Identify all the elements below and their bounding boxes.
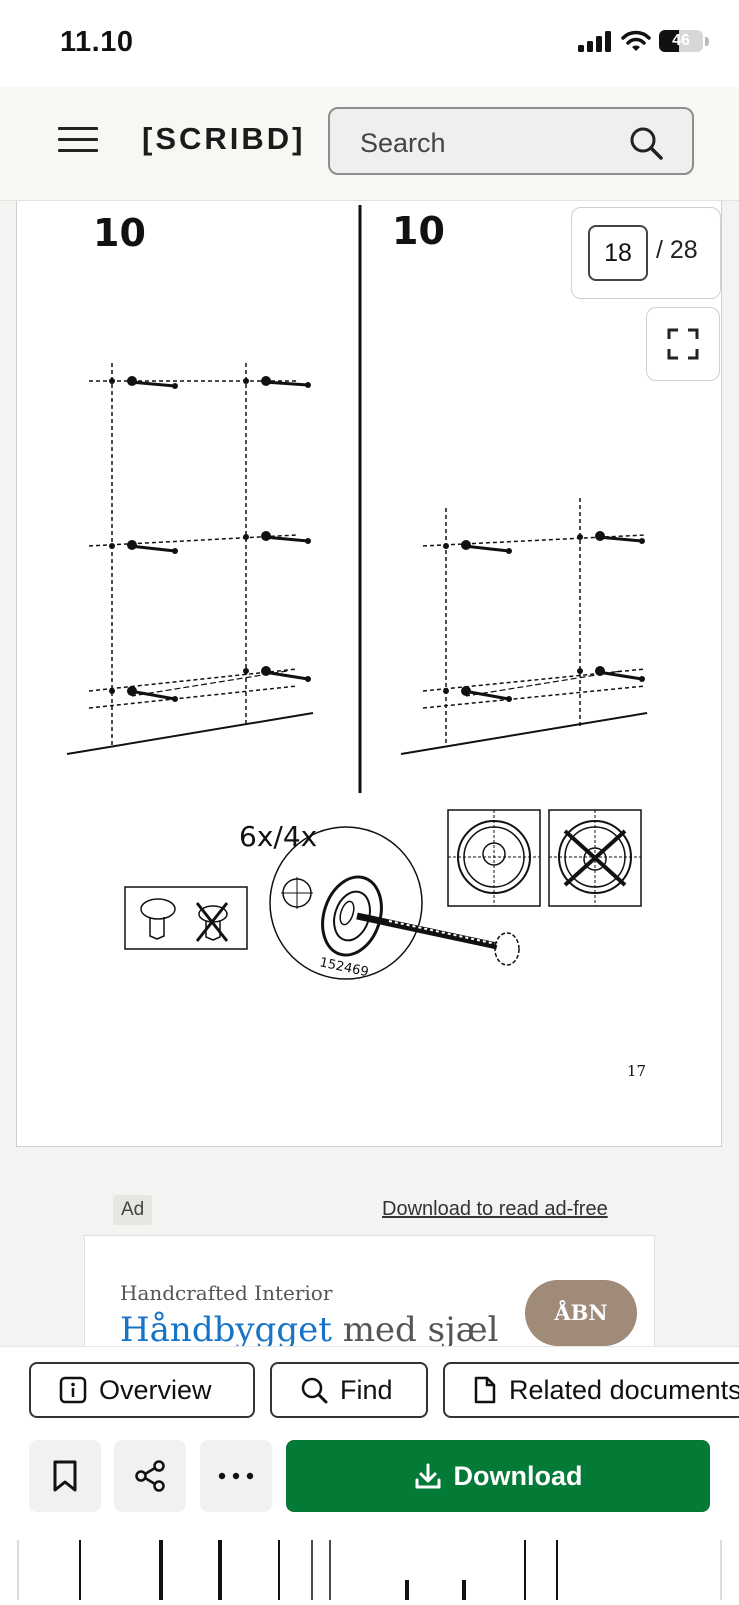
find-button[interactable]: Find (270, 1362, 428, 1418)
download-icon (415, 1463, 440, 1489)
download-ad-free-link[interactable]: Download to read ad-free (382, 1198, 608, 1220)
download-button[interactable]: Download (286, 1440, 710, 1512)
menu-icon[interactable] (58, 127, 98, 157)
next-page-preview (0, 1540, 739, 1600)
share-icon (135, 1460, 165, 1492)
more-options-button[interactable] (200, 1440, 272, 1512)
find-label: Find (340, 1374, 393, 1405)
info-icon (59, 1376, 87, 1404)
quantity-label: 6x/4x (239, 820, 317, 853)
fullscreen-button[interactable] (646, 307, 720, 381)
battery-nub (705, 36, 709, 46)
page-footer-number: 17 (627, 1062, 646, 1080)
battery-icon: 46 (659, 30, 703, 52)
status-icons: 46 (577, 30, 709, 52)
ad-headline: Håndbygget med sjæl (120, 1310, 498, 1346)
wifi-icon (621, 30, 651, 51)
document-page[interactable]: 10 10 (16, 201, 722, 1147)
app-header: [SCRIBD] (0, 87, 739, 201)
total-pages: / 28 (656, 236, 698, 264)
status-time: 11.10 (60, 26, 134, 58)
ad-open-button[interactable]: ÅBN (525, 1280, 637, 1346)
search-icon[interactable] (628, 125, 664, 161)
step-number-left: 10 (93, 211, 146, 255)
status-bar: 11.10 46 (0, 0, 739, 87)
document-icon (474, 1376, 496, 1404)
ad-headline-rest: med sjæl (342, 1310, 499, 1346)
ad-banner[interactable]: Handcrafted Interior Håndbygget med sjæl… (84, 1235, 655, 1346)
document-viewer[interactable]: 10 10 (0, 201, 739, 1346)
step-number-right: 10 (392, 209, 445, 253)
scribd-logo[interactable]: [SCRIBD] (142, 121, 306, 156)
share-button[interactable] (114, 1440, 186, 1512)
ad-brand: Handcrafted Interior (120, 1281, 333, 1305)
ad-headline-blue: Håndbygget (120, 1310, 332, 1346)
signal-icon (578, 31, 611, 52)
find-search-icon (301, 1377, 328, 1404)
search-input[interactable] (358, 125, 622, 161)
download-label: Download (453, 1460, 583, 1491)
page-indicator: 18 / 28 (571, 207, 721, 299)
more-icon (218, 1472, 254, 1480)
assembly-illustration: 10 10 (66, 205, 648, 1080)
fullscreen-icon (667, 328, 699, 360)
battery-percent: 46 (672, 32, 690, 49)
bottom-toolbar: Overview Find Related documents (0, 1346, 739, 1541)
search-box[interactable] (328, 107, 694, 175)
ad-label: Ad (113, 1195, 153, 1225)
bookmark-button[interactable] (29, 1440, 101, 1512)
current-page-input[interactable]: 18 (588, 225, 648, 281)
related-label: Related documents (509, 1374, 739, 1405)
related-documents-button[interactable]: Related documents (443, 1362, 739, 1418)
overview-button[interactable]: Overview (29, 1362, 255, 1418)
bookmark-icon (53, 1460, 77, 1492)
overview-label: Overview (99, 1374, 212, 1405)
next-page-illustration (17, 1540, 722, 1600)
